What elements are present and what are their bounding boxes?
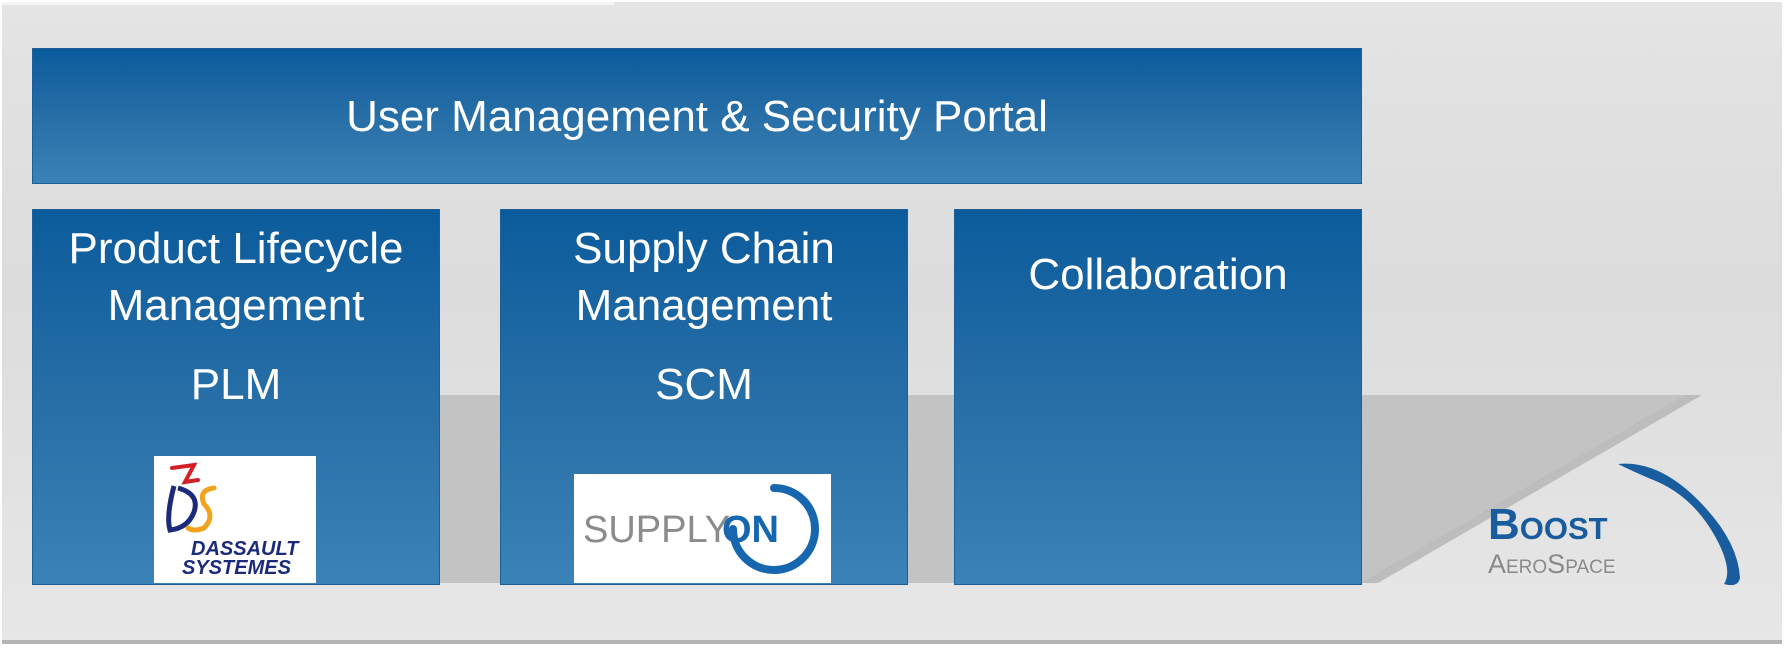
security-portal-banner: User Management & Security Portal — [32, 48, 1362, 184]
portal-title: User Management & Security Portal — [346, 92, 1048, 141]
scm-heading-line2: Management — [575, 281, 833, 330]
supplyon-logo: SUPPLY ON — [574, 474, 831, 583]
plm-heading-line2: Management — [107, 281, 365, 330]
supplyon-logo-text-light: SUPPLY — [583, 509, 730, 551]
dassault-systemes-logo: DASSAULT SYSTEMES — [154, 456, 316, 583]
plm-heading: Product Lifecycle Management — [33, 220, 439, 334]
supplyon-logo-text-dark: ON — [722, 509, 779, 551]
plm-box: Product Lifecycle Management PLM DASSAUL… — [32, 209, 440, 585]
dassault-logo-text-line2: SYSTEMES — [182, 557, 292, 579]
scm-box: Supply Chain Management SCM SUPPLY ON — [500, 209, 908, 585]
plm-heading-line1: Product Lifecycle — [68, 224, 404, 273]
boost-logo-text: Boost — [1488, 500, 1608, 549]
boost-aerospace-logo: Boost AeroSpace — [1488, 460, 1744, 592]
scm-abbreviation: SCM — [655, 360, 753, 409]
slide-corner-highlight — [2, 2, 614, 5]
scm-heading: Supply Chain Management — [501, 220, 907, 334]
aerospace-logo-text: AeroSpace — [1488, 549, 1616, 579]
scm-heading-line1: Supply Chain — [573, 224, 835, 273]
collaboration-heading: Collaboration — [1028, 250, 1288, 299]
collaboration-box: Collaboration — [954, 209, 1362, 585]
plm-abbreviation: PLM — [190, 360, 282, 409]
dassault-logo-text-line1: DASSAULT — [191, 538, 300, 560]
